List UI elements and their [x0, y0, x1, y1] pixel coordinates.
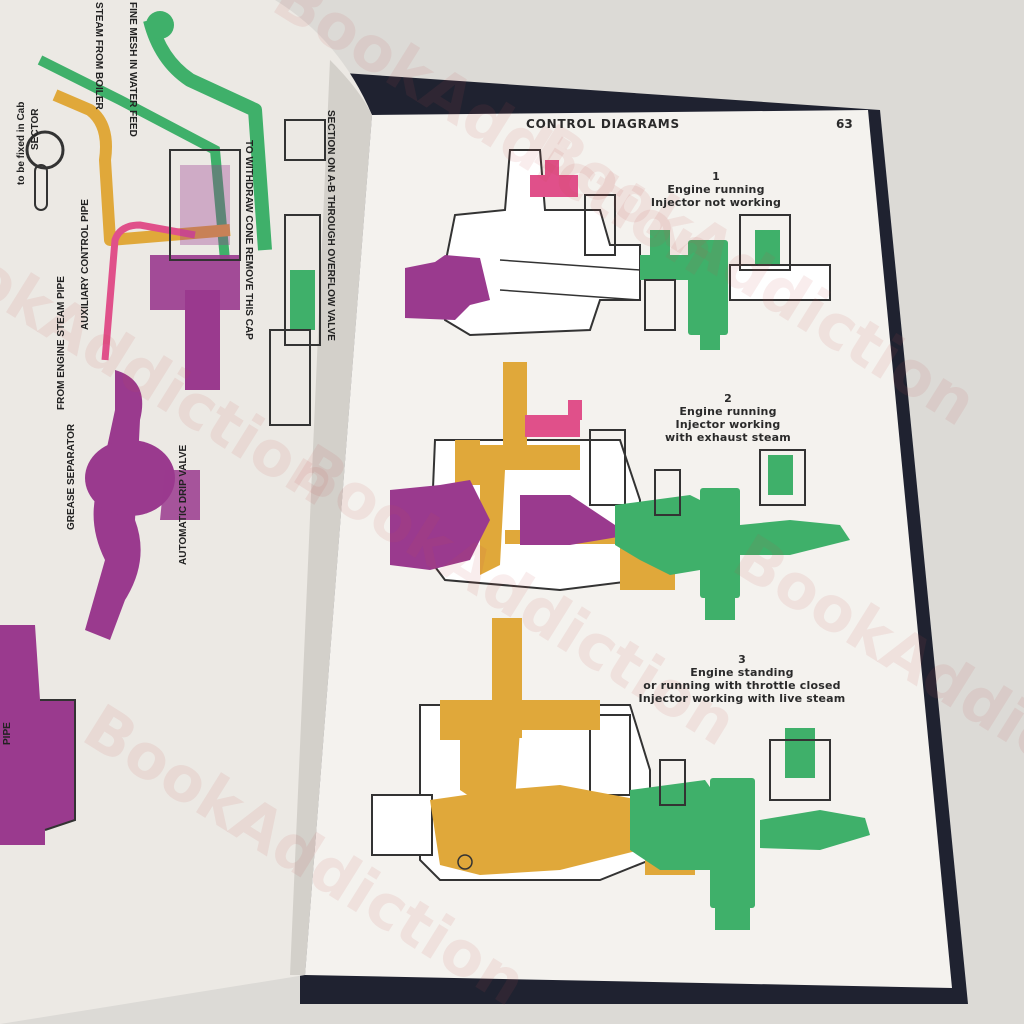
diagram-1: [405, 149, 831, 350]
diagram-3-line-3: Injector working with live steam: [638, 692, 846, 705]
gutter-shadow: [290, 60, 372, 975]
diagram-3: [371, 618, 870, 930]
label-grease-separator: GREASE SEPARATOR: [66, 423, 77, 530]
diagram-2: [390, 362, 850, 620]
label-auxiliary-control-pipe: AUXILIARY CONTROL PIPE: [80, 199, 91, 330]
label-fixed-in-cab: to be fixed in Cab: [16, 101, 27, 185]
label-pipe: PIPE: [2, 722, 13, 745]
diagram-2-number: 2: [724, 392, 732, 405]
diagram-3-number: 3: [738, 653, 746, 666]
page-header: CONTROL DIAGRAMS: [526, 117, 680, 131]
label-automatic-drip-valve: AUTOMATIC DRIP VALVE: [178, 444, 189, 565]
diagram-3-line-2: or running with throttle closed: [643, 679, 841, 692]
diagram-2-caption: 2 Engine running Injector working with e…: [598, 392, 858, 444]
diagram-2-line-2: Injector working: [675, 418, 781, 431]
label-sector: SECTOR: [30, 108, 41, 151]
diagram-1-line-2: Injector not working: [650, 196, 782, 209]
diagram-3-caption: 3 Engine standing or running with thrott…: [612, 653, 872, 705]
label-withdraw-cone: TO WITHDRAW CONE REMOVE THIS CAP: [243, 140, 254, 340]
page-number: 63: [836, 117, 853, 131]
diagram-3-line-1: Engine standing: [690, 666, 794, 679]
left-page-drawing: [0, 11, 326, 845]
label-steam-from-boiler: STEAM FROM BOILER: [93, 2, 104, 110]
diagram-1-caption: 1 Engine running Injector not working: [586, 170, 846, 209]
diagram-2-line-1: Engine running: [679, 405, 777, 418]
label-fine-mesh: FINE MESH IN WATER FEED: [127, 2, 138, 137]
diagram-2-line-3: with exhaust steam: [665, 431, 791, 444]
diagram-1-line-1: Engine running: [667, 183, 765, 196]
diagram-1-number: 1: [712, 170, 720, 183]
label-overflow-valve: SECTION ON A-B THROUGH OVERFLOW VALVE: [325, 110, 336, 341]
label-from-engine-steam-pipe: FROM ENGINE STEAM PIPE: [56, 276, 67, 410]
